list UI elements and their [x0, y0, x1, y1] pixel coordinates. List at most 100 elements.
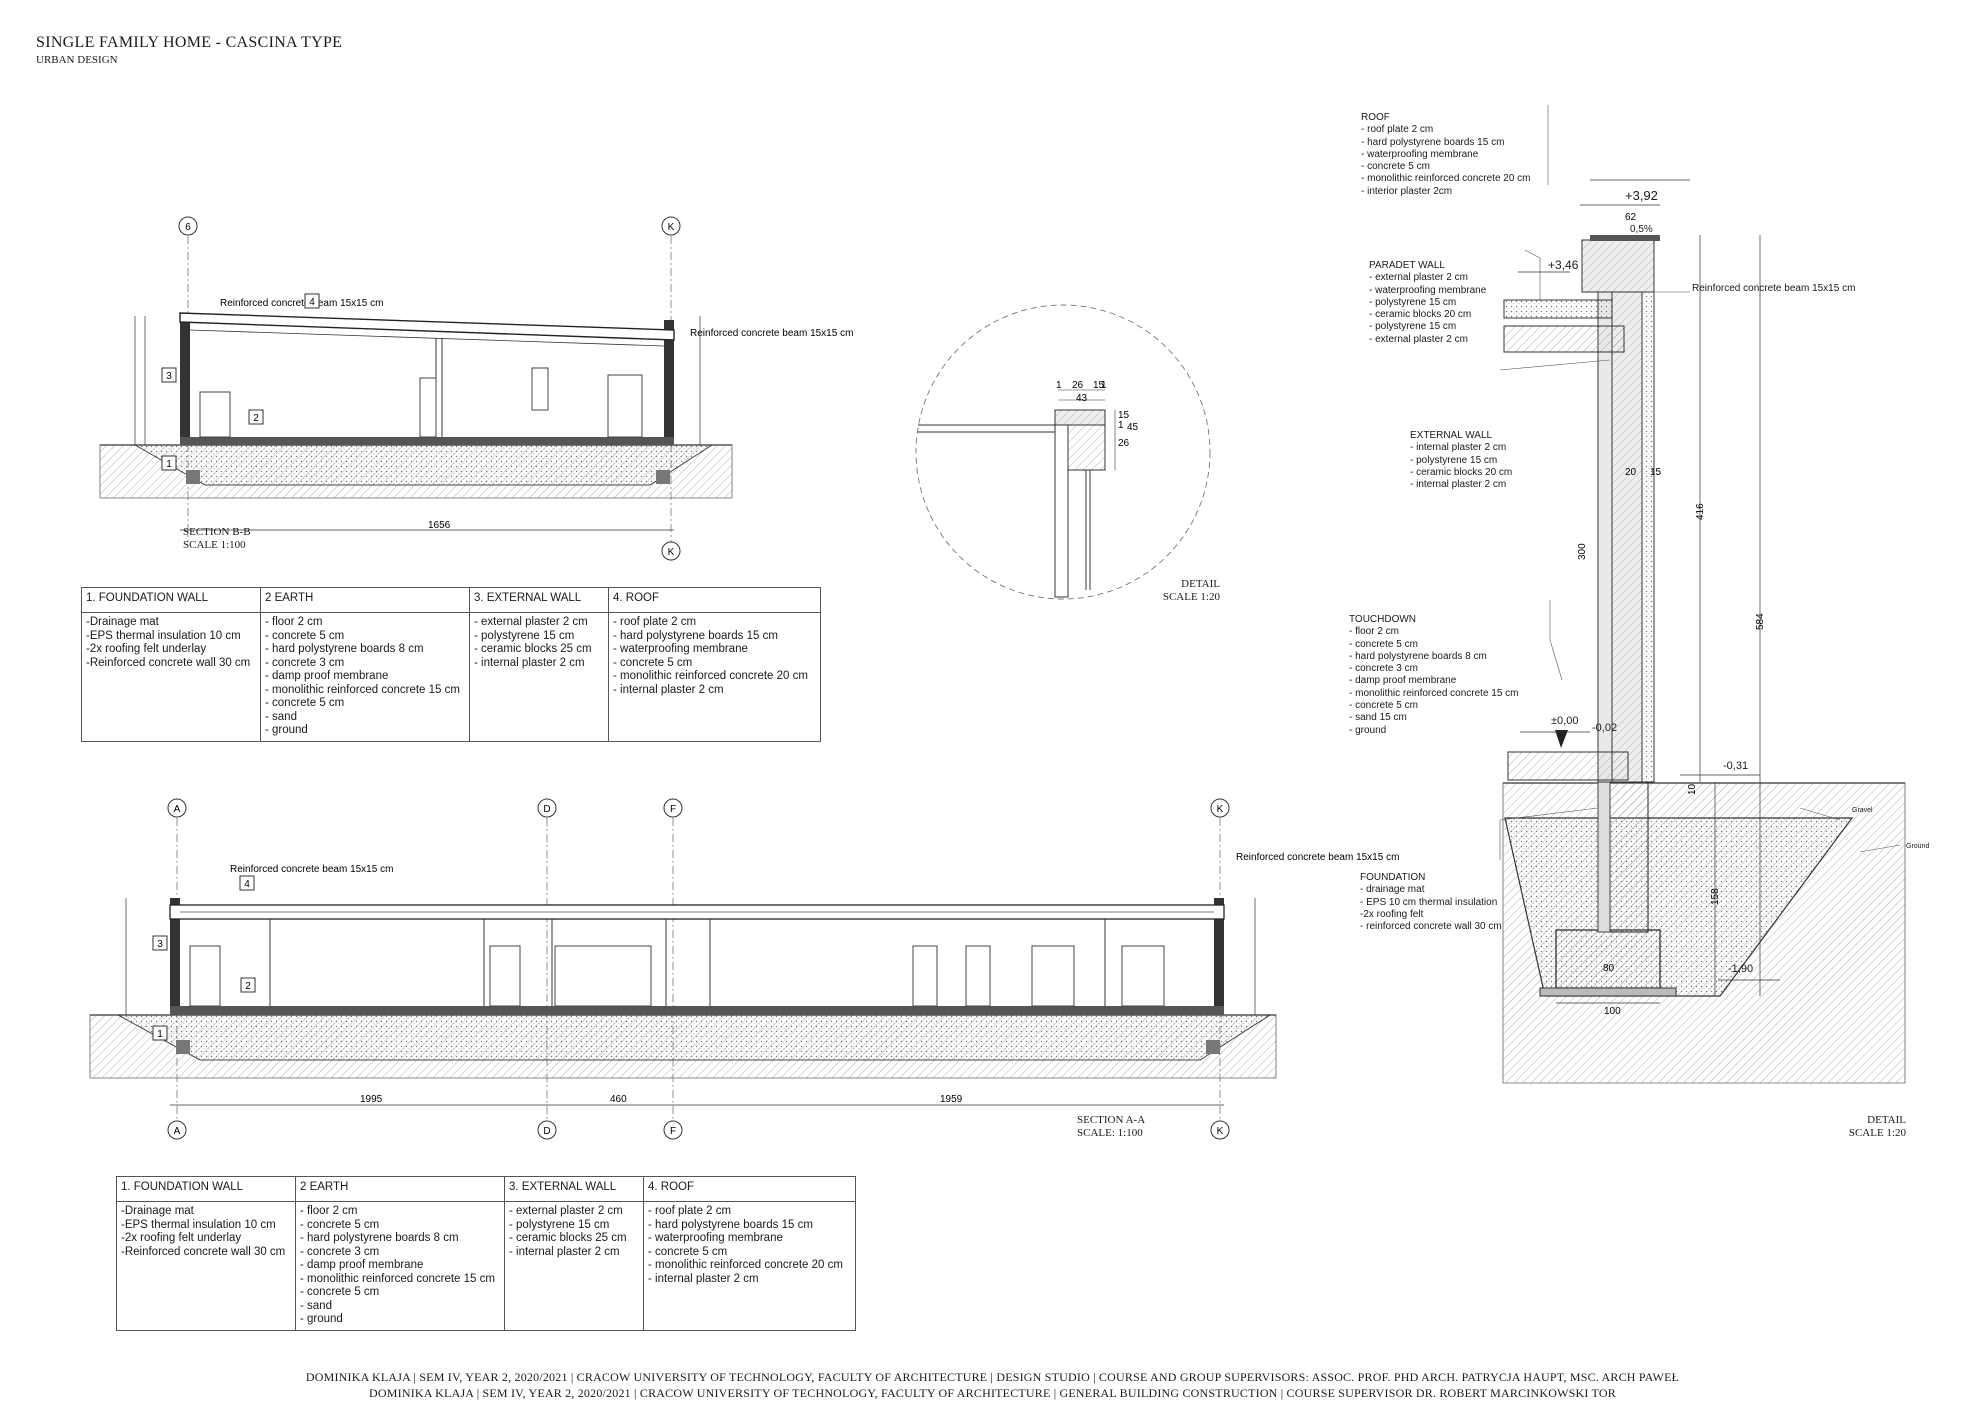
note-touchdown: TOUCHDOWN - floor 2 cm - concrete 5 cm -… [1349, 614, 1519, 737]
table-header: 1. FOUNDATION WALL [116, 1176, 296, 1202]
svg-text:F: F [670, 804, 676, 815]
svg-text:Reinforced concrete beam 15x15: Reinforced concrete beam 15x15 cm [1236, 852, 1399, 863]
note-title: TOUCHDOWN [1349, 614, 1417, 625]
svg-text:3: 3 [166, 371, 172, 382]
note-item: - external plaster 2 cm [1369, 272, 1468, 284]
note-item: - external plaster 2 cm [1369, 333, 1468, 345]
level-zero: ±0,00 [1551, 715, 1579, 727]
note-item: - concrete 3 cm [1349, 663, 1418, 675]
detail-small-scale: SCALE 1:20 [1162, 591, 1220, 603]
note-item: - waterproofing membrane [1369, 284, 1487, 296]
svg-text:Reinforced concrete beam 15x15: Reinforced concrete beam 15x15 cm [690, 328, 853, 339]
drawing-title: SINGLE FAMILY HOME - CASCINA TYPE [36, 34, 343, 51]
svg-text:1: 1 [157, 1029, 163, 1040]
beam-label: Reinforced concrete beam 15x15 cm [1692, 283, 1856, 294]
section-bb-title: SECTION B-B [183, 526, 251, 538]
note-item: - roof plate 2 cm [1361, 124, 1434, 136]
svg-text:Reinforced concrete beam 15x15: Reinforced concrete beam 15x15 cm [220, 298, 383, 309]
svg-text:1959: 1959 [940, 1094, 963, 1105]
gravel-label: Gravel [1852, 807, 1873, 814]
svg-text:15: 15 [1118, 410, 1130, 421]
svg-text:43: 43 [1076, 393, 1088, 404]
table-cell: - floor 2 cm- concrete 5 cm- hard polyst… [260, 612, 470, 742]
note-item: - monolithic reinforced concrete 15 cm [1349, 687, 1519, 699]
note-item: - polystyrene 15 cm [1369, 321, 1457, 333]
svg-text:1995: 1995 [360, 1094, 383, 1105]
section-aa-caption: SECTION A-A SCALE: 1:100 [1077, 1114, 1145, 1140]
section-aa-drawing: 1995 460 1959 Reinforced concrete beam 1… [89, 798, 1399, 1140]
section-bb-scale: SCALE 1:100 [183, 539, 246, 551]
svg-text:A: A [174, 804, 181, 815]
table-header: 4. ROOF [643, 1176, 856, 1202]
detail-large-caption: DETAIL SCALE 1:20 [1820, 1114, 1906, 1140]
level-roof: +3,92 [1625, 188, 1658, 203]
table-row: -Drainage mat-EPS thermal insulation 10 … [81, 612, 821, 742]
svg-text:2: 2 [253, 413, 259, 424]
svg-text:10: 10 [1687, 783, 1698, 795]
note-item: -2x roofing felt [1360, 908, 1424, 920]
svg-text:1: 1 [1118, 420, 1124, 431]
note-item: - internal plaster 2 cm [1410, 442, 1507, 454]
detail-small-drawing: 1 26 15 1 43 15 1 26 45 [915, 304, 1211, 600]
svg-text:15: 15 [1650, 467, 1662, 478]
svg-text:1656: 1656 [428, 520, 451, 531]
table-cell: - external plaster 2 cm- polystyrene 15 … [504, 1201, 644, 1331]
level-touchdown: -0,02 [1592, 722, 1618, 734]
table-header: 3. EXTERNAL WALL [504, 1176, 644, 1202]
level-parapet: +3,46 [1548, 258, 1579, 272]
note-item: - ceramic blocks 20 cm [1369, 309, 1472, 321]
note-item: - polystyrene 15 cm [1369, 296, 1457, 308]
svg-text:62: 62 [1625, 212, 1637, 223]
svg-text:15: 15 [1093, 380, 1105, 391]
svg-text:45: 45 [1127, 422, 1139, 433]
section-aa-scale: SCALE: 1:100 [1077, 1127, 1143, 1139]
slope-label: 0,5% [1630, 224, 1653, 235]
table-header-row: 1. FOUNDATION WALL 2 EARTH 3. EXTERNAL W… [81, 587, 821, 613]
spec-table-aa: 1. FOUNDATION WALL 2 EARTH 3. EXTERNAL W… [116, 1176, 856, 1331]
note-item: - polystyrene 15 cm [1410, 454, 1498, 466]
table-header: 2 EARTH [260, 587, 470, 613]
table-header-row: 1. FOUNDATION WALL 2 EARTH 3. EXTERNAL W… [116, 1176, 856, 1202]
table-header: 1. FOUNDATION WALL [81, 587, 261, 613]
note-item: - floor 2 cm [1349, 626, 1400, 638]
spec-table-bb: 1. FOUNDATION WALL 2 EARTH 3. EXTERNAL W… [81, 587, 821, 742]
table-cell: -Drainage mat-EPS thermal insulation 10 … [116, 1201, 296, 1331]
note-title: PARADET WALL [1369, 260, 1445, 271]
note-item: - hard polystyrene boards 8 cm [1349, 650, 1487, 662]
level-ground: -0,31 [1723, 760, 1749, 772]
table-cell: - roof plate 2 cm- hard polystyrene boar… [643, 1201, 856, 1331]
note-item: - concrete 5 cm [1361, 161, 1430, 173]
svg-text:2: 2 [245, 981, 251, 992]
svg-text:F: F [670, 1126, 676, 1137]
table-row: -Drainage mat-EPS thermal insulation 10 … [116, 1201, 856, 1331]
note-item: - sand 15 cm [1349, 712, 1407, 724]
note-item: - reinforced concrete wall 30 cm [1360, 921, 1502, 933]
table-cell: - floor 2 cm- concrete 5 cm- hard polyst… [295, 1201, 505, 1331]
note-title: FOUNDATION [1360, 872, 1426, 883]
svg-text:1: 1 [1056, 380, 1062, 391]
detail-large-drawing: 416 584 300 158 100 80 62 10 20 15 [1499, 105, 1906, 1084]
ground-label: Ground [1906, 843, 1930, 850]
svg-text:4: 4 [309, 297, 315, 308]
svg-text:584: 584 [1755, 613, 1766, 630]
table-header: 4. ROOF [608, 587, 821, 613]
svg-text:158: 158 [1710, 888, 1721, 905]
svg-text:416: 416 [1695, 503, 1706, 520]
detail-large-title: DETAIL [1867, 1114, 1906, 1126]
note-item: - damp proof membrane [1349, 675, 1457, 687]
table-cell: - external plaster 2 cm- polystyrene 15 … [469, 612, 609, 742]
note-item: - interior plaster 2cm [1361, 185, 1453, 197]
table-header: 3. EXTERNAL WALL [469, 587, 609, 613]
svg-text:Reinforced concrete beam 15x15: Reinforced concrete beam 15x15 cm [230, 864, 393, 875]
svg-text:300: 300 [1577, 543, 1588, 560]
svg-text:K: K [1217, 1126, 1224, 1137]
footer-line-2: DOMINIKA KLAJA | SEM IV, YEAR 2, 2020/20… [369, 1386, 1616, 1400]
note-item: - ground [1349, 724, 1387, 736]
note-item: - EPS 10 cm thermal insulation [1360, 896, 1498, 908]
note-item: - drainage mat [1360, 884, 1425, 896]
note-external-wall: EXTERNAL WALL - internal plaster 2 cm - … [1410, 430, 1512, 491]
footer-line-1: DOMINIKA KLAJA | SEM IV, YEAR 2, 2020/20… [305, 1370, 1680, 1384]
svg-text:A: A [174, 1126, 181, 1137]
drawing-subtitle: URBAN DESIGN [36, 54, 118, 66]
